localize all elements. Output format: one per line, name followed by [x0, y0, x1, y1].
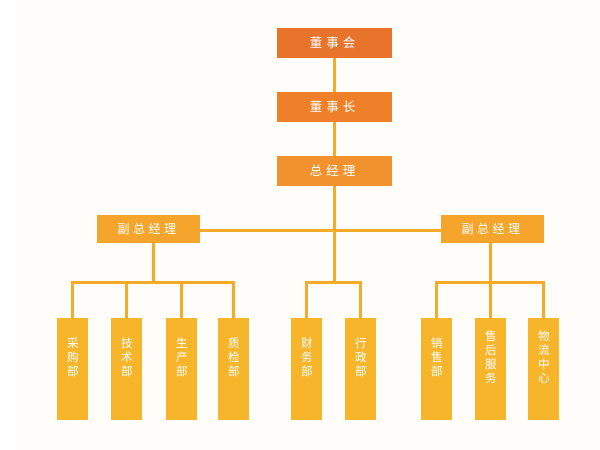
connector-left-leg-1 [71, 281, 74, 318]
connector-right-deputy-drop [489, 243, 492, 281]
node-chairman-label: 董事长 [309, 99, 360, 115]
connector-left-leg-3 [180, 281, 183, 318]
connector-center-spine [333, 229, 336, 281]
connector-left-deputy-drop [152, 243, 155, 281]
node-department-label: 生产部 [174, 337, 189, 379]
node-department-label: 质检部 [226, 337, 241, 379]
node-department[interactable]: 采购部 [57, 318, 88, 420]
node-department[interactable]: 行政部 [345, 318, 376, 420]
connector-center-leg-1 [305, 281, 308, 318]
node-department-label: 行政部 [353, 337, 368, 379]
node-department-label: 销售部 [429, 337, 444, 379]
connector-center-bracket [305, 281, 362, 284]
connector-board-to-chairman [333, 58, 336, 92]
node-board-label: 董事会 [309, 35, 360, 51]
node-department-label: 物流中心 [536, 330, 551, 386]
connector-right-leg-1 [435, 281, 438, 318]
node-chairman[interactable]: 董事长 [277, 92, 392, 122]
node-general-manager-label: 总经理 [309, 163, 360, 179]
connector-deputy-bus [200, 229, 448, 232]
connector-gm-down [333, 186, 336, 231]
node-department-label: 售后服务 [483, 330, 498, 386]
connector-center-leg-2 [359, 281, 362, 318]
node-department[interactable]: 财务部 [291, 318, 322, 420]
node-department[interactable]: 质检部 [218, 318, 249, 420]
node-department[interactable]: 销售部 [421, 318, 452, 420]
node-deputy-gm-right-label: 副总经理 [461, 221, 524, 236]
node-department-label: 财务部 [299, 337, 314, 379]
connector-right-leg-2 [489, 281, 492, 318]
node-board[interactable]: 董事会 [277, 28, 392, 58]
connector-left-leg-2 [125, 281, 128, 318]
node-department-label: 采购部 [65, 337, 80, 379]
node-department[interactable]: 生产部 [166, 318, 197, 420]
connector-right-leg-3 [542, 281, 545, 318]
node-department[interactable]: 售后服务 [475, 318, 506, 420]
node-deputy-gm-left[interactable]: 副总经理 [97, 215, 200, 243]
connector-left-bracket [71, 281, 235, 284]
left-margin-strip [0, 0, 16, 450]
node-department[interactable]: 物流中心 [528, 318, 559, 420]
node-deputy-gm-right[interactable]: 副总经理 [441, 215, 544, 243]
connector-left-leg-4 [232, 281, 235, 318]
node-general-manager[interactable]: 总经理 [277, 156, 392, 186]
node-deputy-gm-left-label: 副总经理 [117, 221, 180, 236]
connector-chairman-to-gm [333, 122, 336, 156]
node-department-label: 技术部 [119, 337, 134, 379]
node-department[interactable]: 技术部 [111, 318, 142, 420]
